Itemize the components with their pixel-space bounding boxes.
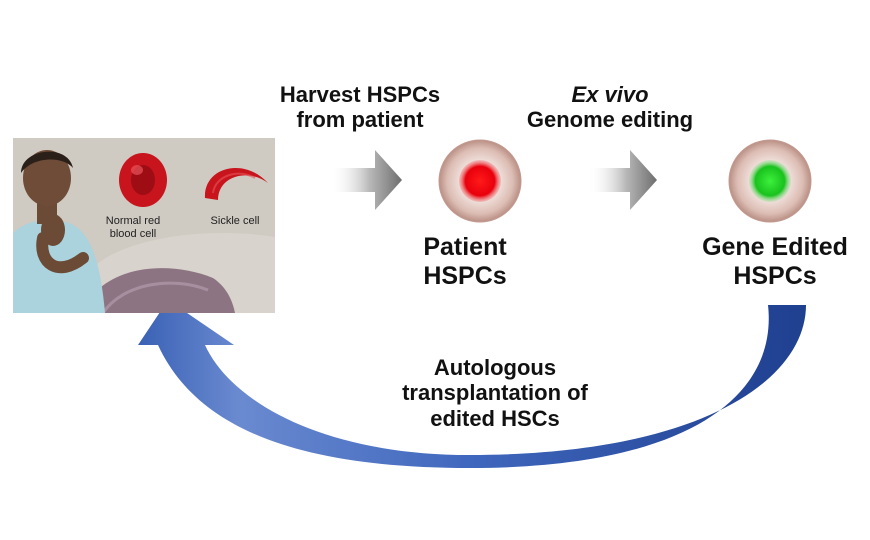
exvivo-step-label: Ex vivo Genome editing	[526, 82, 694, 133]
normal-cell-caption: Normal red blood cell	[105, 215, 161, 241]
patient-hspc-label: Patient HSPCs	[423, 233, 507, 290]
patient-photo-panel: Normal red blood cell Sickle cell	[13, 138, 275, 313]
person-hair	[21, 151, 73, 173]
patient-hspc-cell	[438, 139, 522, 223]
sickle-cell-caption: Sickle cell	[210, 215, 260, 227]
edited-cell-nucleus	[749, 160, 791, 202]
blanket	[83, 268, 235, 313]
harvest-step-label: Harvest HSPCs from patient	[279, 82, 441, 133]
person-head	[23, 150, 71, 206]
normal-rbc	[119, 153, 167, 207]
edited-hspc-label: Gene Edited HSPCs	[702, 233, 848, 290]
sickle-rbc	[204, 167, 268, 200]
forward-arrow-editing	[588, 150, 657, 210]
patient-illustration	[13, 138, 275, 313]
edited-hspc-cell	[728, 139, 812, 223]
patient-cell-nucleus	[459, 160, 501, 202]
transplant-step-label: Autologous transplantation of edited HSC…	[402, 355, 588, 431]
forward-arrow-harvest	[330, 150, 402, 210]
